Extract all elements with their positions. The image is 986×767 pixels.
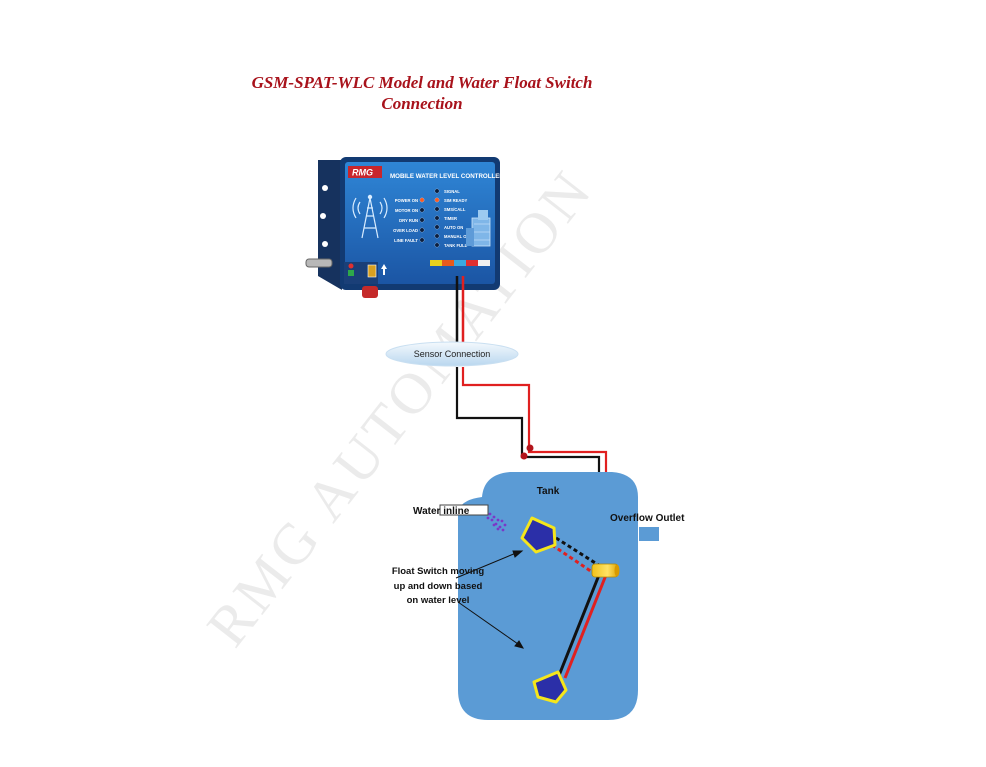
left-indicator-label: DRY RUN (399, 218, 418, 223)
left-indicator-led-icon (419, 237, 425, 243)
right-indicator-label: AUTO ON (444, 225, 463, 230)
left-indicator-led-icon (419, 197, 425, 203)
sensor-connection-label: Sensor Connection (414, 349, 491, 359)
junction-dot-red (526, 444, 534, 452)
water-level-controller: RMG MOBILE WATER LEVEL CONTROLLER POWER … (305, 157, 504, 298)
controller-heading: MOBILE WATER LEVEL CONTROLLER (390, 173, 504, 180)
title-line-2: Connection (381, 94, 463, 113)
right-indicator-led-icon (434, 224, 440, 230)
lower-float-switch-icon (532, 670, 568, 704)
upper-float-cable (551, 536, 601, 578)
overflow-outlet-pipe (639, 527, 659, 541)
float-annotation-line-3: on water level (407, 595, 470, 606)
float-annotation-line-2: up and down based (394, 581, 483, 592)
left-indicator-led-icon (419, 227, 425, 233)
left-indicator-label: LINE FAULT (394, 238, 418, 243)
annotation-arrows (455, 550, 525, 649)
right-indicator-led-icon (434, 233, 440, 239)
right-indicator-led-icon (434, 188, 440, 194)
title-line-1: GSM-SPAT-WLC Model and Water Float Switc… (251, 73, 593, 92)
junction-dot-black (520, 452, 528, 460)
right-indicator-label: SIM READY (444, 198, 467, 203)
right-indicator-label: TANK FULL (444, 243, 468, 248)
right-indicator-label: TIMER (444, 216, 457, 221)
left-indicator-led-icon (419, 217, 425, 223)
tank-illustration-icon (466, 210, 491, 247)
controller-brand: RMG (352, 168, 373, 178)
float-annotation-line-1: Float Switch moving (392, 566, 485, 577)
wire-controller-to-sensor (455, 276, 465, 346)
diagram-title: GSM-SPAT-WLC Model and Water Float Switc… (200, 72, 644, 114)
water-inflow-drops-icon (486, 512, 507, 532)
water-inline-pipe (439, 504, 489, 516)
left-indicator-label: POWER ON (395, 198, 418, 203)
left-indicator-led-icon (419, 207, 425, 213)
right-indicator-label: SIGNAL (444, 189, 460, 194)
float-sensor-junction-icon (591, 563, 620, 578)
water-tank: Tank (458, 472, 638, 720)
sensor-connection-node: Sensor Connection (385, 341, 519, 367)
tank-label: Tank (537, 486, 560, 497)
right-indicator-group: SIGNAL SIM READY SMS/CALL TIMER AUTO ON MANUA… (434, 188, 470, 248)
water-inline-label: Water inline (413, 506, 470, 517)
left-indicator-label: MOTOR ON (395, 208, 418, 213)
right-indicator-led-icon (434, 242, 440, 248)
left-indicator-label: OVER LOAD (393, 228, 418, 233)
lower-float-cable (556, 574, 608, 679)
right-indicator-label: SMS/CALL (444, 207, 466, 212)
left-indicator-group: POWER ON MOTOR ON DRY RUN OVER LOAD LINE FAU… (393, 197, 425, 243)
right-indicator-led-icon (434, 206, 440, 212)
overflow-outlet-label: Overflow Outlet (610, 513, 685, 524)
upper-float-switch-icon (520, 516, 557, 554)
right-indicator-led-icon (434, 197, 440, 203)
right-indicator-label: MANUAL ON (444, 234, 470, 239)
signal-tower-icon (352, 194, 388, 239)
right-indicator-led-icon (434, 215, 440, 221)
